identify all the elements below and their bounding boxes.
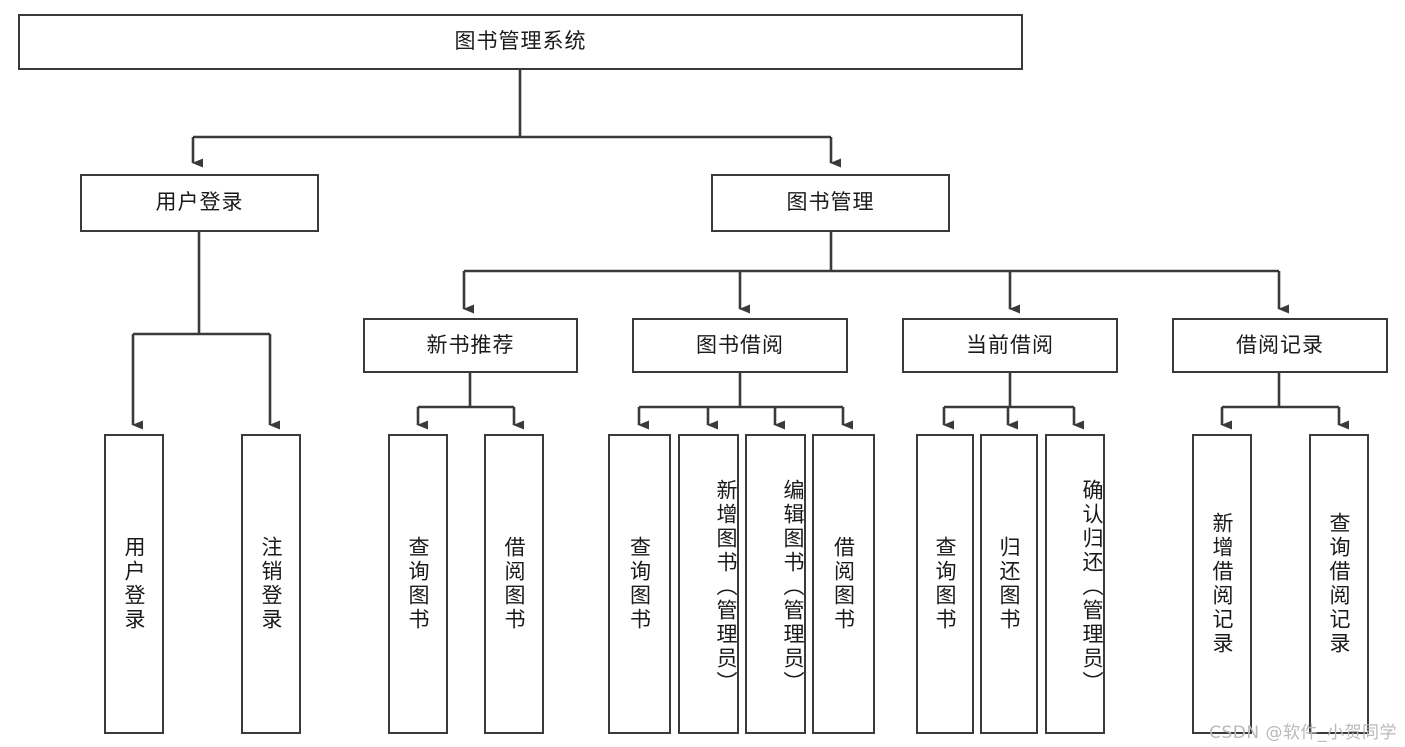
leaf-record-query-borrow-record[interactable]: 查询借阅记录	[1309, 434, 1369, 734]
node-label: 查询图书	[627, 536, 652, 632]
node-borrow-record[interactable]: 借阅记录	[1172, 318, 1388, 373]
node-root-library-system[interactable]: 图书管理系统	[18, 14, 1023, 70]
leaf-borrow-add-book-admin[interactable]: 新增图书（管理员）	[678, 434, 739, 734]
node-current-borrow[interactable]: 当前借阅	[902, 318, 1118, 373]
leaf-new-book-borrow-book[interactable]: 借阅图书	[484, 434, 544, 734]
node-label: 借阅图书	[831, 536, 856, 632]
node-label: 查询图书	[406, 536, 431, 632]
node-label: 图书管理系统	[454, 29, 587, 54]
node-label: 新书推荐	[426, 332, 515, 357]
leaf-new-book-query-book[interactable]: 查询图书	[388, 434, 448, 734]
leaf-current-confirm-return-admin[interactable]: 确认归还（管理员）	[1045, 434, 1105, 734]
node-label: 新增图书（管理员）	[714, 479, 738, 695]
leaf-record-add-borrow-record[interactable]: 新增借阅记录	[1192, 434, 1252, 734]
node-label: 注销登录	[259, 536, 284, 632]
node-label: 用户登录	[122, 536, 147, 632]
node-label: 借阅图书	[502, 536, 527, 632]
node-book-management[interactable]: 图书管理	[711, 174, 950, 232]
node-label: 新增借阅记录	[1210, 512, 1235, 656]
node-label: 确认归还（管理员）	[1080, 479, 1104, 695]
node-user-login[interactable]: 用户登录	[80, 174, 319, 232]
node-label: 图书借阅	[696, 332, 784, 357]
node-label: 借阅记录	[1236, 332, 1324, 357]
leaf-current-return-book[interactable]: 归还图书	[980, 434, 1038, 734]
node-new-book-recommend[interactable]: 新书推荐	[363, 318, 578, 373]
leaf-borrow-edit-book-admin[interactable]: 编辑图书（管理员）	[745, 434, 806, 734]
node-label: 图书管理	[786, 190, 875, 215]
node-label: 归还图书	[997, 536, 1022, 632]
node-label: 查询图书	[933, 536, 958, 632]
leaf-user-login-logout[interactable]: 注销登录	[241, 434, 301, 734]
leaf-user-login-login[interactable]: 用户登录	[104, 434, 164, 734]
node-label: 编辑图书（管理员）	[781, 479, 805, 695]
leaf-borrow-query-book[interactable]: 查询图书	[608, 434, 671, 734]
node-book-borrow[interactable]: 图书借阅	[632, 318, 848, 373]
csdn-watermark: CSDN @软件_小贺同学	[1209, 723, 1397, 743]
node-label: 用户登录	[155, 190, 244, 215]
node-label: 当前借阅	[966, 332, 1054, 357]
leaf-borrow-borrow-book[interactable]: 借阅图书	[812, 434, 875, 734]
leaf-current-query-book[interactable]: 查询图书	[916, 434, 974, 734]
node-label: 查询借阅记录	[1327, 512, 1352, 656]
